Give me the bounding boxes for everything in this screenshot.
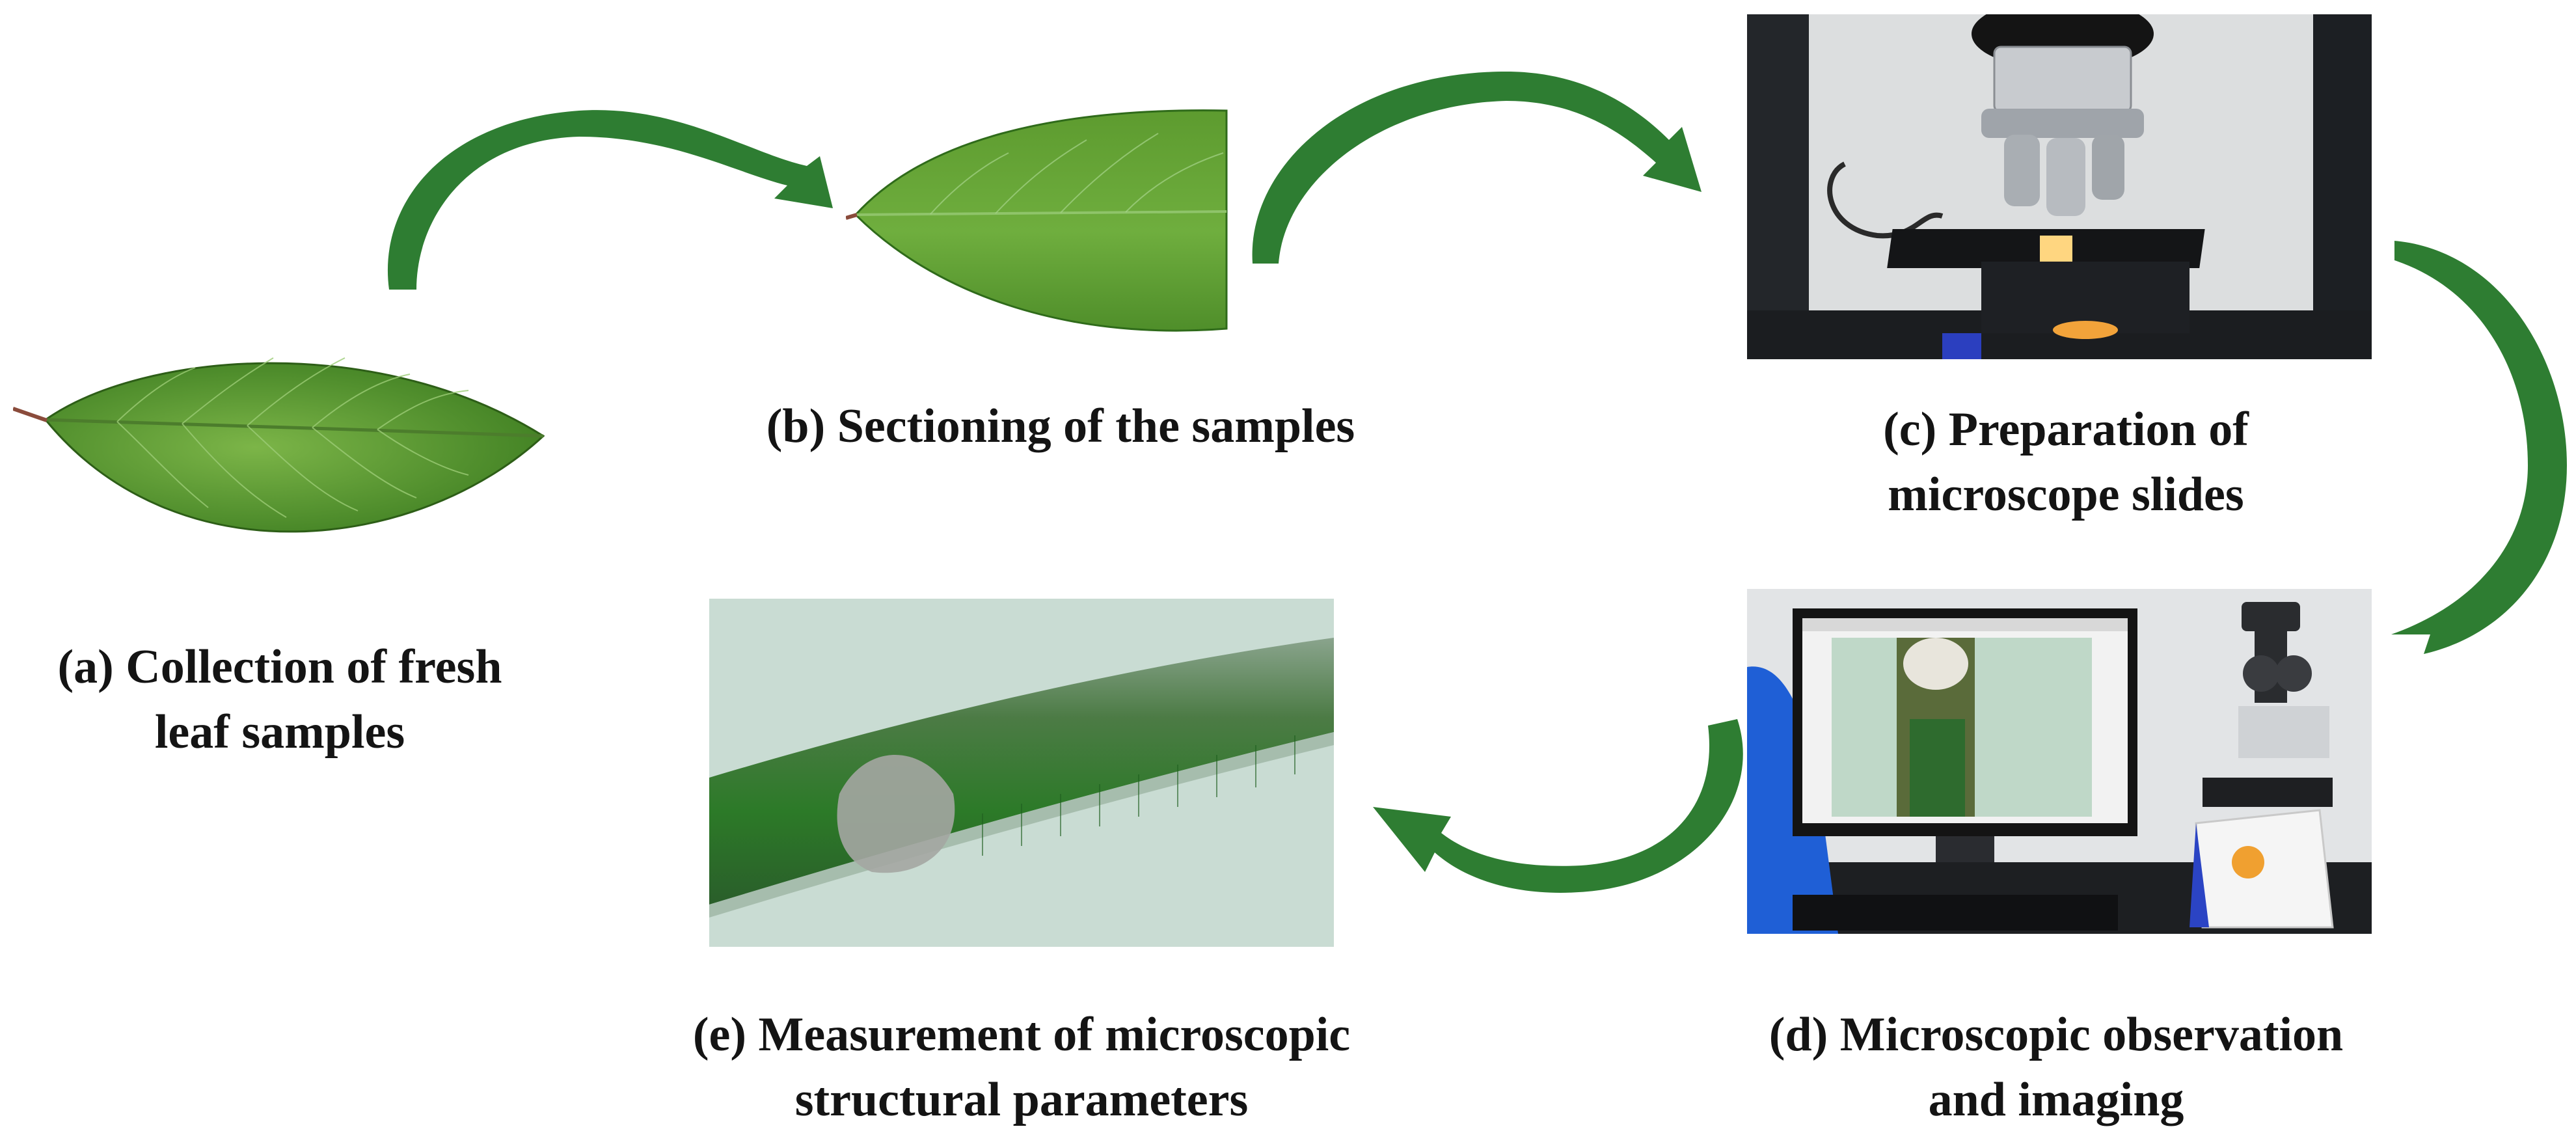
leaf-cross-section-micrograph [709, 599, 1334, 947]
caption-d-line2: and imaging [1928, 1073, 2184, 1126]
sectioned-leaf-image [846, 109, 1228, 332]
leaf-icon [13, 357, 545, 533]
caption-b: (b) Sectioning of the samples [703, 394, 1418, 459]
arrow-d-to-e [1373, 719, 1743, 893]
caption-e-line1: (e) Measurement of microscopic [692, 1008, 1351, 1061]
caption-c: (c) Preparation of microscope slides [1757, 397, 2375, 527]
caption-c-line1: (c) Preparation of [1883, 403, 2249, 456]
caption-a-line1: (a) Collection of fresh [57, 640, 502, 694]
arrow-c-to-d [2391, 241, 2567, 654]
caption-e-line2: structural parameters [794, 1073, 1249, 1126]
half-leaf-icon [846, 109, 1228, 332]
caption-c-line2: microscope slides [1888, 468, 2244, 521]
microscope-icon [2190, 602, 2334, 929]
caption-b-line1: (b) Sectioning of the samples [766, 400, 1355, 453]
caption-a: (a) Collection of fresh leaf samples [13, 634, 547, 765]
arrow-b-to-c [1252, 72, 1702, 264]
whole-leaf-image [13, 357, 545, 533]
caption-e: (e) Measurement of microscopic structura… [644, 1002, 1399, 1132]
microscope-slide-preparation-photo [1747, 14, 2372, 359]
microscope-icon [1887, 14, 2205, 359]
monitor-icon [1793, 608, 2137, 862]
microscopic-observation-photo [1747, 589, 2372, 934]
caption-d: (d) Microscopic observation and imaging [1692, 1002, 2420, 1132]
arrow-a-to-b [387, 110, 833, 290]
caption-d-line1: (d) Microscopic observation [1769, 1008, 2344, 1061]
caption-a-line2: leaf samples [154, 705, 405, 759]
keyboard-icon [1793, 895, 2118, 931]
